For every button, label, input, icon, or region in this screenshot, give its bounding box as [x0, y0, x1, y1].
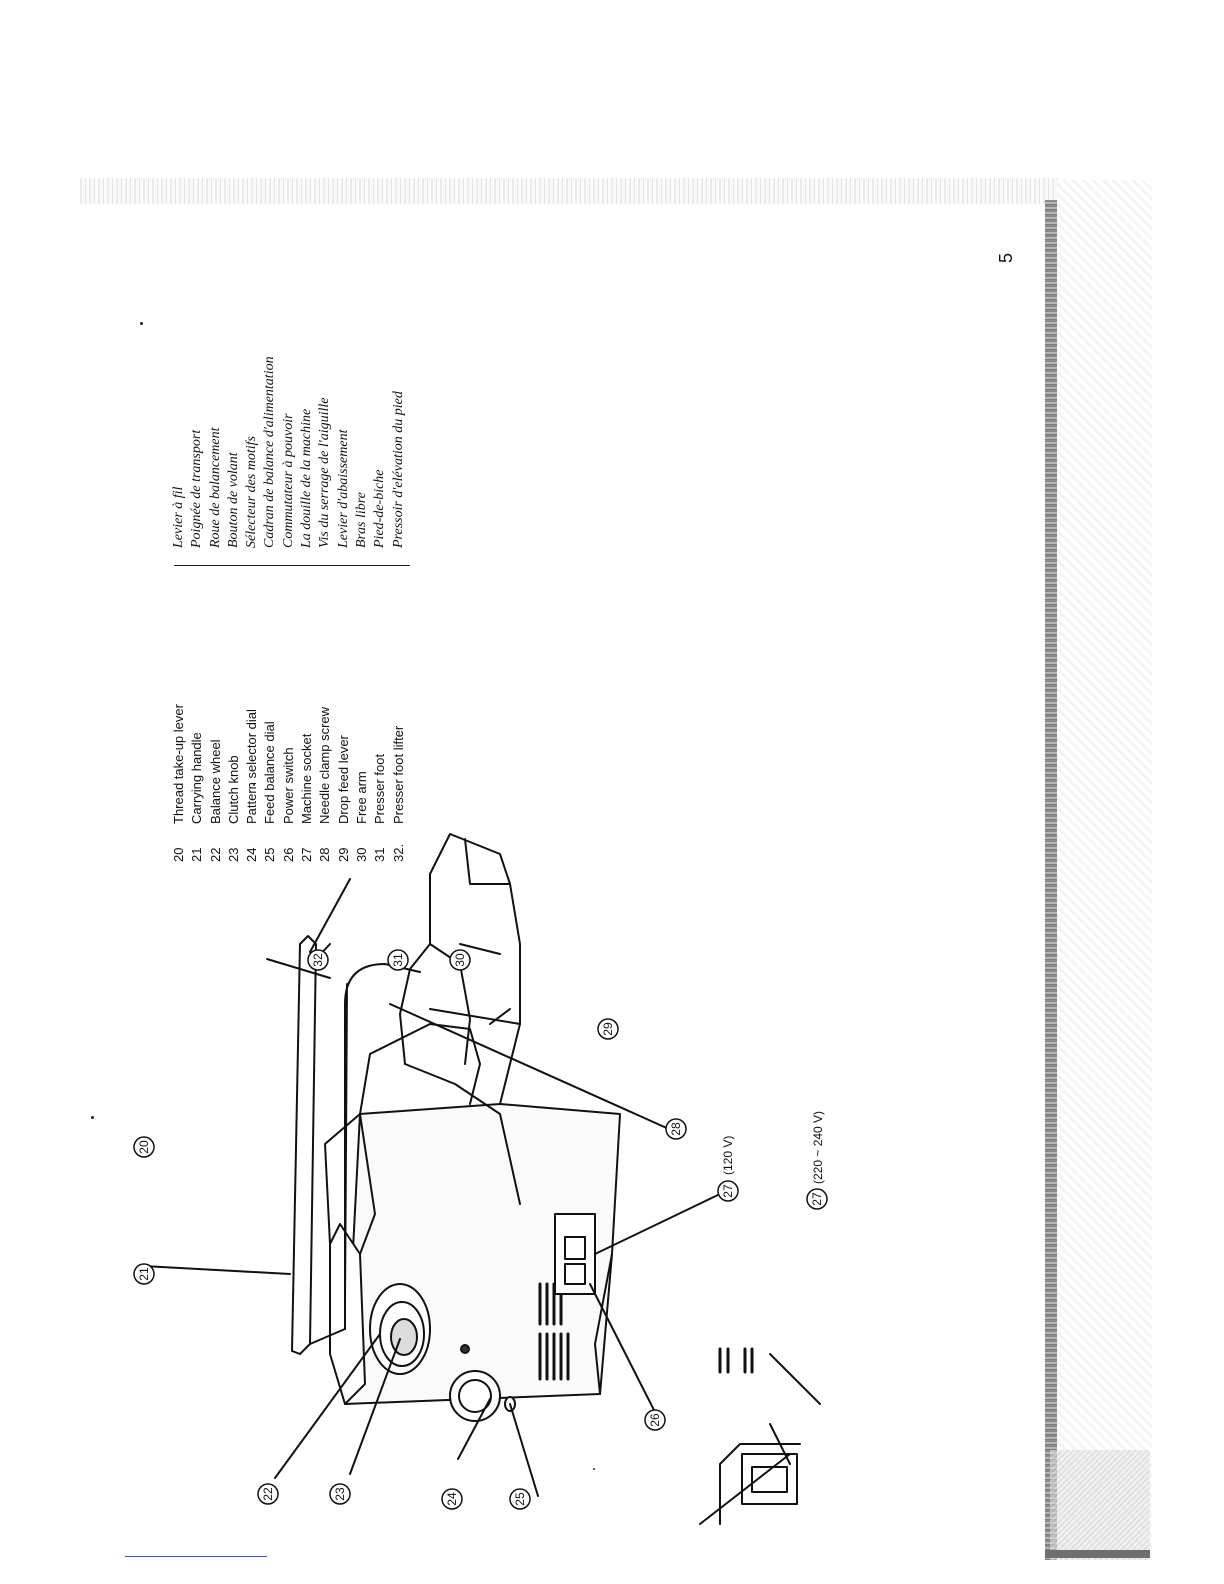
- legend-fr-31: Pied-de-biche: [372, 469, 388, 548]
- legend-row-31: 31Presser foot: [372, 753, 388, 862]
- callout-29: 29: [597, 1018, 619, 1040]
- legend-fr-29: Levier d'abaissement: [335, 429, 351, 548]
- socket-120v-label: (120 V): [721, 1136, 735, 1175]
- svg-text:24: 24: [445, 1492, 459, 1506]
- legend-fr-21: Poignée de transport: [189, 429, 205, 548]
- legend-fr-25: Cadran de balance d'alimentation: [262, 356, 278, 548]
- svg-text:20: 20: [137, 1140, 151, 1154]
- legend-row-24: 24Pattern selector dial: [244, 709, 260, 862]
- page-number: 5: [996, 252, 1016, 263]
- legend-fr-28: Vis du serrage de l'aiguille: [317, 397, 333, 549]
- legend-fr-22: Roue de balancement: [207, 427, 223, 548]
- legend-fr-32: Pressoir d'elévation du pied: [390, 391, 406, 548]
- speck: [140, 322, 143, 325]
- svg-text:31: 31: [391, 953, 405, 967]
- parts-legend-english: 20Thread take-up lever 21Carrying handle…: [170, 704, 408, 862]
- speck: [593, 1468, 595, 1470]
- callout-22: 22: [257, 1483, 279, 1505]
- legend-row-26: 26Power switch: [280, 747, 296, 862]
- svg-text:26: 26: [648, 1413, 662, 1427]
- svg-text:29: 29: [601, 1022, 615, 1036]
- legend-divider: [174, 565, 410, 566]
- legend-row-20: 20Thread take-up lever: [171, 704, 186, 862]
- callout-25: 25: [509, 1488, 531, 1510]
- legend-row-21: 21Carrying handle: [189, 732, 205, 862]
- callout-30: 30: [449, 949, 471, 971]
- svg-text:27: 27: [810, 1192, 824, 1206]
- scan-edge-right: [1057, 180, 1152, 1560]
- legend-row-28: 28Needle clamp screw: [317, 706, 333, 862]
- legend-row-25: 25Feed balance dial: [262, 721, 278, 862]
- scan-corner: [1050, 1450, 1150, 1560]
- socket-220v-label: (220 ~ 240 V): [811, 1111, 825, 1184]
- page-edge-shadow: [1045, 200, 1057, 1560]
- legend-fr-30: Bras libre: [353, 492, 369, 548]
- callout-27a: 27: [717, 1180, 739, 1202]
- legend-row-29: 29Drop feed lever: [335, 735, 351, 862]
- callout-24: 24: [441, 1488, 463, 1510]
- svg-text:32: 32: [311, 953, 325, 967]
- legend-row-23: 23Clutch knob: [225, 755, 241, 862]
- callout-27b: 27: [806, 1188, 828, 1210]
- legend-fr-27: La douille de la machine: [299, 408, 315, 548]
- speck: [91, 1116, 94, 1119]
- speck: [253, 784, 255, 786]
- callout-20: 20: [133, 1136, 155, 1158]
- callout-28: 28: [665, 1118, 687, 1140]
- callout-26: 26: [644, 1409, 666, 1431]
- legend-row-22: 22Balance wheel: [207, 739, 223, 862]
- legend-fr-24: Sélecteur des motifs: [244, 436, 260, 548]
- callout-23: 23: [329, 1483, 351, 1505]
- svg-text:28: 28: [669, 1122, 683, 1136]
- svg-text:27: 27: [721, 1184, 735, 1198]
- svg-text:25: 25: [513, 1492, 527, 1506]
- blue-underline: [125, 1556, 267, 1557]
- legend-fr-23: Bouton de volant: [225, 452, 241, 548]
- svg-text:21: 21: [137, 1267, 151, 1281]
- svg-text:30: 30: [453, 953, 467, 967]
- callout-32: 32: [307, 949, 329, 971]
- legend-fr-20: Levier à fil: [171, 486, 186, 548]
- scan-edge-top: [80, 178, 1060, 204]
- legend-row-27: 27Machine socket: [299, 733, 315, 862]
- svg-text:22: 22: [261, 1487, 275, 1501]
- legend-row-32: 32.Presser foot lifter: [390, 725, 406, 862]
- callout-31: 31: [387, 949, 409, 971]
- legend-row-30: 30Free arm: [353, 771, 369, 862]
- legend-fr-26: Commutateur à pouvoir: [280, 413, 296, 548]
- parts-legend-french: Levier à fil Poignée de transport Roue d…: [170, 356, 408, 548]
- scan-bottom-bar: [1045, 1550, 1150, 1558]
- callout-21: 21: [133, 1263, 155, 1285]
- svg-text:23: 23: [333, 1487, 347, 1501]
